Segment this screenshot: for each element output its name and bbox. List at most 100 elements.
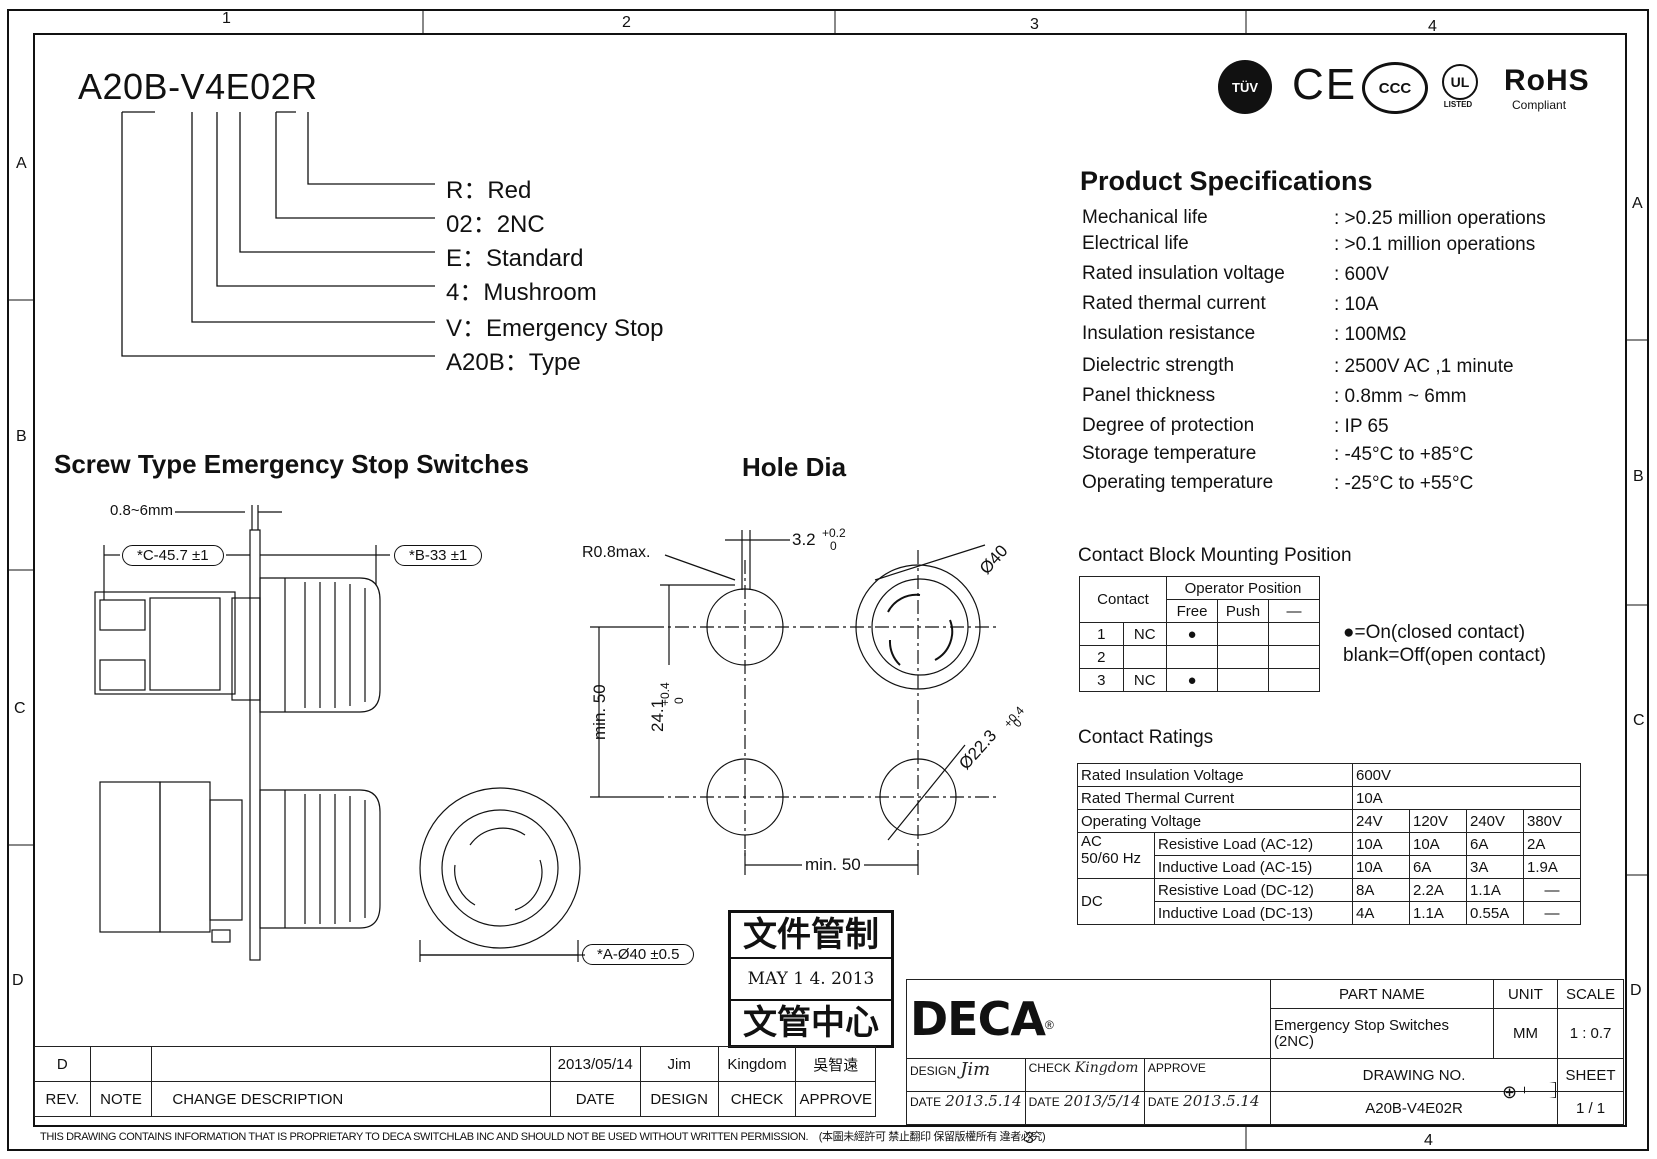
contact-dash	[1268, 668, 1320, 692]
contact-note-off: blank=Off(open contact)	[1343, 645, 1546, 666]
spec-label: Storage temperature	[1082, 443, 1257, 464]
ratings-voltage-label: Operating Voltage	[1077, 809, 1353, 833]
contact-dash	[1268, 622, 1320, 646]
change-header: CHANGE DESCRIPTION	[151, 1081, 551, 1117]
load-value: 10A	[1352, 855, 1410, 879]
rohs-compliant: Compliant	[1512, 98, 1567, 112]
contact-free: ●	[1166, 668, 1218, 692]
scale-label: SCALE	[1557, 978, 1624, 1010]
zone-right-b: B	[1633, 468, 1644, 485]
approve-date-label: DATE	[1147, 1095, 1179, 1109]
hole-v241-tol-up: +0.4	[658, 682, 672, 706]
spec-value: : >0.1 million operations	[1334, 234, 1536, 255]
ratings-voltage-380: 380V	[1523, 809, 1581, 833]
contact-no: 3	[1079, 668, 1124, 692]
contact-block-title: Contact Block Mounting Position	[1078, 545, 1352, 566]
zone-left-d: D	[12, 972, 24, 989]
check-signature: Kingdom	[1074, 1060, 1139, 1076]
legend-color: R：Red	[446, 177, 532, 204]
contact-no: 1	[1079, 622, 1124, 646]
ccc-logo-text: CCC	[1378, 79, 1412, 97]
date-header: DATE	[549, 1081, 641, 1117]
proprietary-notice: THIS DRAWING CONTAINS INFORMATION THAT I…	[40, 1131, 1046, 1143]
contact-ratings-table: Rated Insulation Voltage 600V Rated Ther…	[1077, 763, 1581, 925]
rev-approve: 吳智遠	[795, 1046, 876, 1082]
load-name: Resistive Load (DC-12)	[1154, 878, 1353, 902]
legend-function: V：Emergency Stop	[446, 315, 664, 342]
approve-label: APPROVE	[1147, 1061, 1206, 1075]
load-value: 6A	[1466, 832, 1524, 856]
design-label: DESIGN	[910, 1064, 957, 1078]
table-row: 2	[1079, 645, 1320, 669]
contact-push	[1217, 622, 1269, 646]
ce-logo: CE	[1292, 60, 1358, 109]
hole-min50-horizontal: min. 50	[802, 855, 864, 875]
rev-date: 2013/05/14	[549, 1046, 641, 1082]
hole-v241-tol-lo: 0	[672, 697, 686, 704]
spec-value: : IP 65	[1334, 416, 1389, 437]
spec-label: Rated thermal current	[1082, 293, 1266, 314]
zone-right-c: C	[1633, 712, 1645, 729]
zone-left-b: B	[16, 428, 27, 445]
spec-label: Panel thickness	[1082, 385, 1216, 406]
table-row: AC 50/60 Hz Resistive Load (AC-12) 10A 1…	[1077, 832, 1581, 879]
check-sign-cell: CHECK Kingdom	[1024, 1058, 1145, 1092]
legend-style: E：Standard	[446, 245, 584, 272]
ratings-insulation-value: 600V	[1352, 763, 1581, 787]
contact-block-header-operator: Operator Position	[1166, 576, 1320, 600]
design-header: DESIGN	[639, 1081, 719, 1117]
load-value: 1.9A	[1523, 855, 1581, 879]
spec-label: Insulation resistance	[1082, 323, 1256, 344]
zone-bottom-3: 3	[1025, 1130, 1034, 1147]
unit-label: UNIT	[1492, 978, 1559, 1010]
contact-type: NC	[1122, 668, 1167, 692]
rev-design: Jim	[639, 1046, 719, 1082]
deca-logo-registered: ®	[1044, 1018, 1054, 1032]
ul-logo-mark: UL	[1442, 64, 1478, 100]
contact-ratings-title: Contact Ratings	[1078, 727, 1214, 748]
rev-header: REV.	[34, 1081, 91, 1117]
hole-dia-title: Hole Dia	[742, 452, 847, 482]
hole-slot-dim: 3.2	[792, 530, 816, 549]
spec-label: Mechanical life	[1082, 207, 1208, 228]
load-name: Inductive Load (AC-15)	[1154, 855, 1353, 879]
unit-value: MM	[1492, 1008, 1559, 1059]
contact-block-table: Contact Operator Position Free Push — 1 …	[1079, 576, 1320, 692]
check-date-cell: DATE 2013/5/14	[1024, 1091, 1145, 1125]
switch-drawing-title: Screw Type Emergency Stop Switches	[54, 449, 529, 479]
design-sign-cell: DESIGN Jim	[906, 1058, 1026, 1092]
zone-right-d: D	[1630, 982, 1642, 999]
load-name: Inductive Load (DC-13)	[1154, 901, 1353, 925]
table-row: 3 NC ●	[1079, 668, 1320, 692]
spec-value: : 0.8mm ~ 6mm	[1334, 386, 1467, 407]
spec-label: Rated insulation voltage	[1082, 263, 1285, 284]
ratings-voltage-24: 24V	[1352, 809, 1410, 833]
load-value: 0.55A	[1466, 901, 1524, 925]
table-row: Inductive Load (AC-15) 10A 6A 3A 1.9A	[1078, 855, 1581, 879]
zone-top-2: 2	[622, 14, 631, 31]
spec-value: : 2500V AC ,1 minute	[1334, 356, 1514, 377]
design-date-cell: DATE 2013.5.14	[906, 1091, 1026, 1125]
tuv-logo: TÜV	[1218, 60, 1272, 114]
part-code: A20B-V4E02R	[78, 66, 318, 107]
contact-type	[1122, 645, 1167, 669]
rev-note	[89, 1046, 153, 1082]
hole-min50-vertical: min. 50	[590, 684, 609, 740]
ul-listed-text: LISTED	[1443, 100, 1473, 109]
design-date-value: 2013.5.14	[945, 1092, 1022, 1110]
ratings-voltage-240: 240V	[1466, 809, 1524, 833]
rev-check: Kingdom	[717, 1046, 797, 1082]
ratings-ac-cell: AC 50/60 Hz	[1077, 832, 1155, 879]
legend-contact: 02：2NC	[446, 211, 545, 238]
approve-date-cell: DATE 2013.5.14	[1143, 1091, 1271, 1125]
ratings-dc-label: DC	[1077, 878, 1155, 925]
note-header: NOTE	[89, 1081, 153, 1117]
check-date-label: DATE	[1028, 1095, 1060, 1109]
contact-free: ●	[1166, 622, 1218, 646]
ratings-thermal-label: Rated Thermal Current	[1077, 786, 1353, 810]
deca-logo: DECA	[910, 992, 1046, 1046]
load-value: 2.2A	[1409, 878, 1467, 902]
sheet-value: 1 / 1	[1557, 1091, 1624, 1125]
